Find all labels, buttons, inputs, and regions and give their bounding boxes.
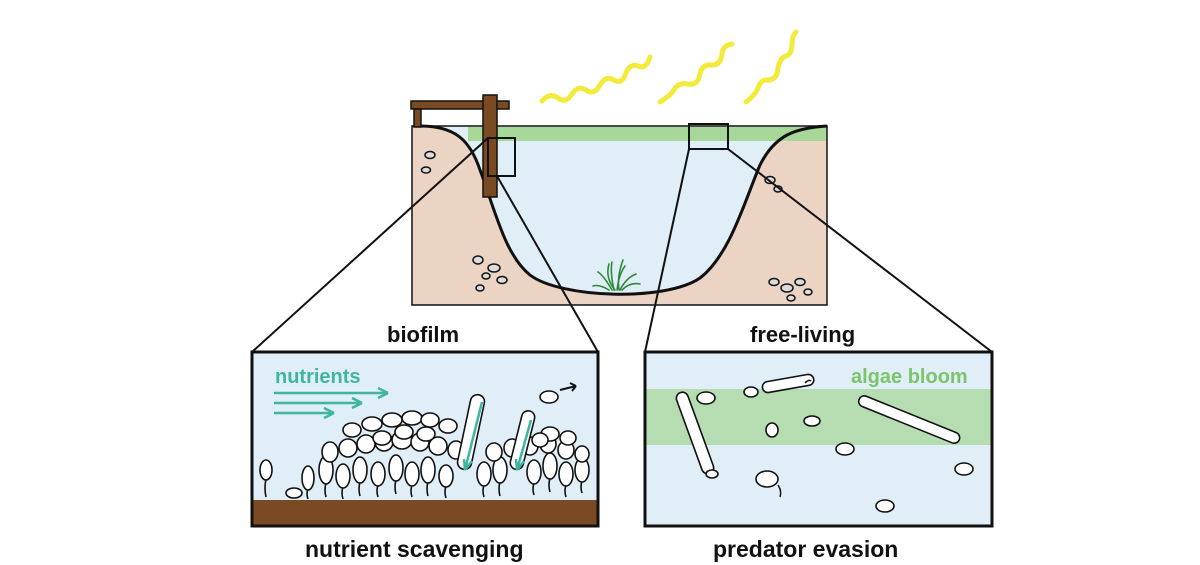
wooden-dock <box>410 94 510 198</box>
sun-rays <box>539 29 799 105</box>
biofilm-cell <box>531 432 549 448</box>
flagella <box>777 379 812 498</box>
biofilm-cell <box>361 416 383 432</box>
biofilm-cell <box>526 459 542 485</box>
biofilm-cell <box>574 445 590 463</box>
biofilm-cell <box>338 438 358 458</box>
nutrient-scavenging-caption: nutrient scavenging <box>305 536 524 562</box>
biofilm-cell <box>301 465 315 491</box>
biofilm-cell <box>420 456 436 484</box>
pond-basin-outline <box>419 124 828 296</box>
biofilm-cell <box>381 412 403 428</box>
biofilm-cell <box>542 452 558 480</box>
biofilm-cell <box>428 436 448 456</box>
biofilm-label: biofilm <box>387 322 460 347</box>
nutrients-label: nutrients <box>275 366 361 388</box>
predator-evasion-caption: predator evasion <box>713 536 899 562</box>
dispersal-arrow <box>559 382 577 392</box>
pond-plant <box>592 259 641 291</box>
free-living-cells <box>696 386 974 513</box>
zoom-lines <box>251 137 993 353</box>
biofilm-zoom-box <box>487 137 516 177</box>
biofilm-substrate <box>252 500 598 526</box>
biofilm-cell <box>335 463 351 489</box>
biofilm-cells <box>259 410 590 500</box>
pond-cross-section <box>251 94 993 353</box>
biofilm-cell <box>259 459 273 481</box>
biofilm-cell <box>394 424 414 440</box>
biofilm-cell <box>372 430 392 446</box>
biofilm-cell <box>420 412 440 428</box>
nutrient-flow-arrows <box>274 386 389 420</box>
sun-ray-1 <box>539 54 653 104</box>
biofilm-cell <box>388 454 404 482</box>
dock-left-leg <box>413 108 422 128</box>
free-living-label: free-living <box>750 322 856 347</box>
scavenging-arrows <box>462 401 533 471</box>
algae-surface-layer <box>468 127 826 141</box>
biofilm-cell <box>485 442 503 462</box>
biofilm-cell <box>342 422 362 438</box>
biofilm-cell <box>404 461 420 487</box>
free-living-inset-border <box>643 350 994 528</box>
dock-post <box>482 94 498 198</box>
biofilm-cell <box>285 487 303 499</box>
biofilm-cell <box>559 430 577 446</box>
soil-block-outline <box>411 125 828 306</box>
filamentous-cells <box>675 373 961 479</box>
free-living-inset <box>643 350 994 528</box>
biofilm-cell <box>401 410 423 426</box>
pond-water <box>440 126 827 295</box>
dock-plank <box>410 100 510 110</box>
biofilm-cell <box>558 461 574 487</box>
dispersing-cell <box>539 390 559 404</box>
sun-ray-2 <box>657 41 735 105</box>
biofilm-cell <box>352 456 368 484</box>
biofilm-cell <box>370 461 386 487</box>
pebbles <box>420 150 813 302</box>
biofilm-cell <box>438 464 454 488</box>
free-living-zoom-box <box>688 123 729 150</box>
biofilm-cell <box>321 441 339 463</box>
algae-bloom-label: algae bloom <box>851 366 968 388</box>
biofilm-inset <box>250 350 600 528</box>
biofilm-cell <box>476 461 492 487</box>
sun-ray-3 <box>743 29 799 105</box>
biofilm-cell <box>438 418 458 434</box>
biofilm-inset-border <box>250 350 600 528</box>
biofilm-cell <box>416 426 436 442</box>
